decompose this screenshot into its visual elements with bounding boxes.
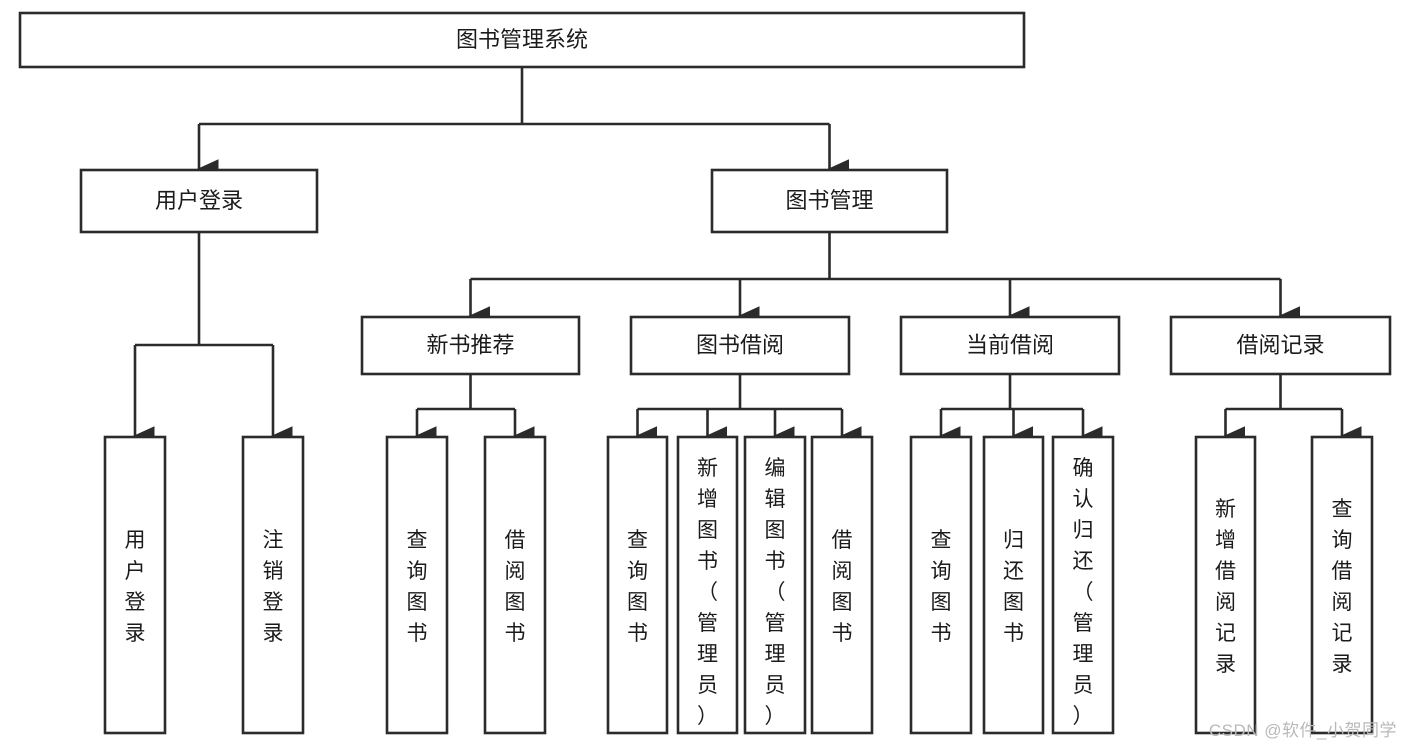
- node-box: [743, 435, 807, 735]
- node-label: 确认归还（管理员）: [1073, 457, 1094, 728]
- node-box: [1051, 435, 1115, 735]
- node-box: [710, 168, 949, 234]
- node-box: [606, 435, 669, 735]
- node-leaf-query-book-2[interactable]: 查询图书: [606, 435, 669, 735]
- node-leaf-user-login[interactable]: 用户登录: [103, 435, 167, 735]
- node-box: [1194, 435, 1257, 735]
- node-label: 用户登录: [125, 529, 146, 645]
- node-user-login[interactable]: 用户登录: [79, 168, 319, 234]
- node-book-borrow[interactable]: 图书借阅: [629, 315, 851, 376]
- node-box: [483, 435, 547, 735]
- node-leaf-confirm-return[interactable]: 确认归还（管理员）: [1051, 435, 1115, 735]
- node-box: [79, 168, 319, 234]
- node-label: 图书管理: [785, 188, 873, 213]
- node-label: 新增图书（管理员）: [697, 457, 718, 728]
- node-box: [909, 435, 973, 735]
- node-box: [676, 435, 739, 735]
- node-label: 注销登录: [263, 529, 284, 645]
- node-label: 查询图书: [931, 529, 952, 645]
- node-label: 当前借阅: [966, 332, 1054, 357]
- node-leaf-query-book-1[interactable]: 查询图书: [385, 435, 449, 735]
- node-leaf-borrow-book-1[interactable]: 借阅图书: [483, 435, 547, 735]
- node-box: [103, 435, 167, 735]
- node-leaf-borrow-book-2[interactable]: 借阅图书: [810, 435, 874, 735]
- node-leaf-add-book[interactable]: 新增图书（管理员）: [676, 435, 739, 735]
- csdn-watermark: CSDN @软件_小贺同学: [1208, 721, 1397, 740]
- node-box: [982, 435, 1045, 735]
- node-label: 图书借阅: [696, 332, 784, 357]
- node-box: [360, 315, 581, 376]
- node-label: 查询借阅记录: [1332, 498, 1353, 676]
- node-label: 新增借阅记录: [1215, 498, 1236, 676]
- node-box: [1310, 435, 1374, 735]
- node-borrow-record[interactable]: 借阅记录: [1169, 315, 1392, 376]
- node-leaf-edit-book[interactable]: 编辑图书（管理员）: [743, 435, 807, 735]
- node-leaf-add-record[interactable]: 新增借阅记录: [1194, 435, 1257, 735]
- node-box: [18, 11, 1026, 69]
- node-boxes: 图书管理系统用户登录图书管理新书推荐图书借阅当前借阅借阅记录用户登录注销登录查询…: [18, 11, 1392, 735]
- node-label: 归还图书: [1003, 529, 1024, 645]
- node-label: 新书推荐: [426, 332, 514, 357]
- node-new-book-rec[interactable]: 新书推荐: [360, 315, 581, 376]
- node-label: 查询图书: [627, 529, 648, 645]
- node-box: [241, 435, 305, 735]
- node-label: 编辑图书（管理员）: [765, 457, 786, 728]
- node-box: [899, 315, 1121, 376]
- node-label: 查询图书: [407, 529, 428, 645]
- connector-lines: [133, 67, 1362, 446]
- node-label: 借阅图书: [832, 529, 853, 645]
- node-box: [629, 315, 851, 376]
- node-box: [385, 435, 449, 735]
- node-label: 图书管理系统: [456, 27, 588, 52]
- node-label: 借阅记录: [1236, 332, 1324, 357]
- node-box: [1169, 315, 1392, 376]
- node-leaf-query-book-3[interactable]: 查询图书: [909, 435, 973, 735]
- node-current-borrow[interactable]: 当前借阅: [899, 315, 1121, 376]
- node-label: 借阅图书: [505, 529, 526, 645]
- node-leaf-query-record[interactable]: 查询借阅记录: [1310, 435, 1374, 735]
- node-book-manage[interactable]: 图书管理: [710, 168, 949, 234]
- node-label: 用户登录: [155, 188, 243, 213]
- node-leaf-return-book[interactable]: 归还图书: [982, 435, 1045, 735]
- node-root[interactable]: 图书管理系统: [18, 11, 1026, 69]
- node-box: [810, 435, 874, 735]
- node-leaf-logout[interactable]: 注销登录: [241, 435, 305, 735]
